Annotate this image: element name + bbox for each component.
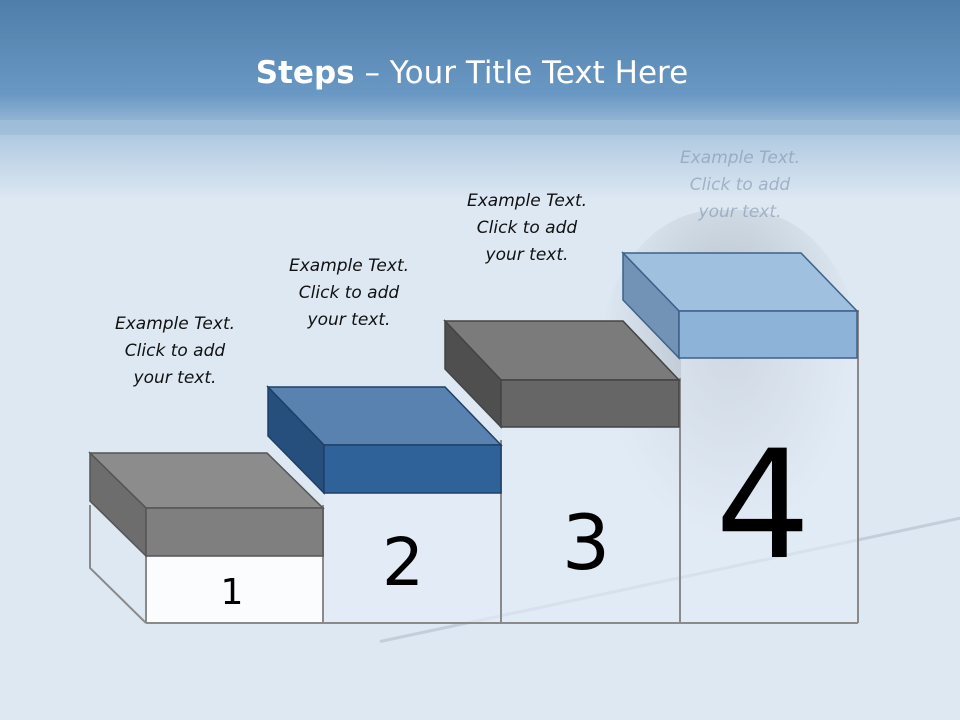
step-block-4[interactable] (621, 251, 859, 360)
step-caption-3[interactable]: Example Text. Click to add your text. (432, 188, 622, 269)
step-caption-4[interactable]: Example Text. Click to add your text. (645, 145, 835, 226)
caption-line: Click to add (298, 283, 400, 303)
slide-title[interactable]: Steps – Your Title Text Here (0, 55, 944, 91)
caption-line: Click to add (124, 341, 226, 361)
step-block-3[interactable] (443, 319, 681, 429)
step-number-3: 3 (562, 498, 610, 587)
caption-line: Click to add (476, 218, 578, 238)
caption-line: your text. (698, 202, 782, 222)
step-caption-1[interactable]: Example Text. Click to add your text. (80, 311, 270, 392)
step-block-2[interactable] (266, 385, 503, 495)
caption-line: your text. (485, 245, 569, 265)
title-band (0, 0, 960, 135)
caption-line: Example Text. (114, 314, 236, 334)
step-caption-2[interactable]: Example Text. Click to add your text. (254, 253, 444, 334)
caption-line: Click to add (689, 175, 791, 195)
step-number-2: 2 (382, 524, 424, 601)
caption-line: your text. (307, 310, 391, 330)
caption-line: your text. (133, 368, 217, 388)
caption-line: Example Text. (288, 256, 410, 276)
step-block-1[interactable] (88, 451, 325, 558)
slide-title-bold: Steps (255, 55, 355, 91)
step-number-1: 1 (221, 572, 244, 613)
caption-line: Example Text. (679, 148, 801, 168)
step-number-4: 4 (715, 419, 810, 593)
title-band-fade (0, 120, 960, 200)
caption-line: Example Text. (466, 191, 588, 211)
slide-title-rest: – Your Title Text Here (354, 55, 689, 91)
step-faces (147, 358, 857, 622)
